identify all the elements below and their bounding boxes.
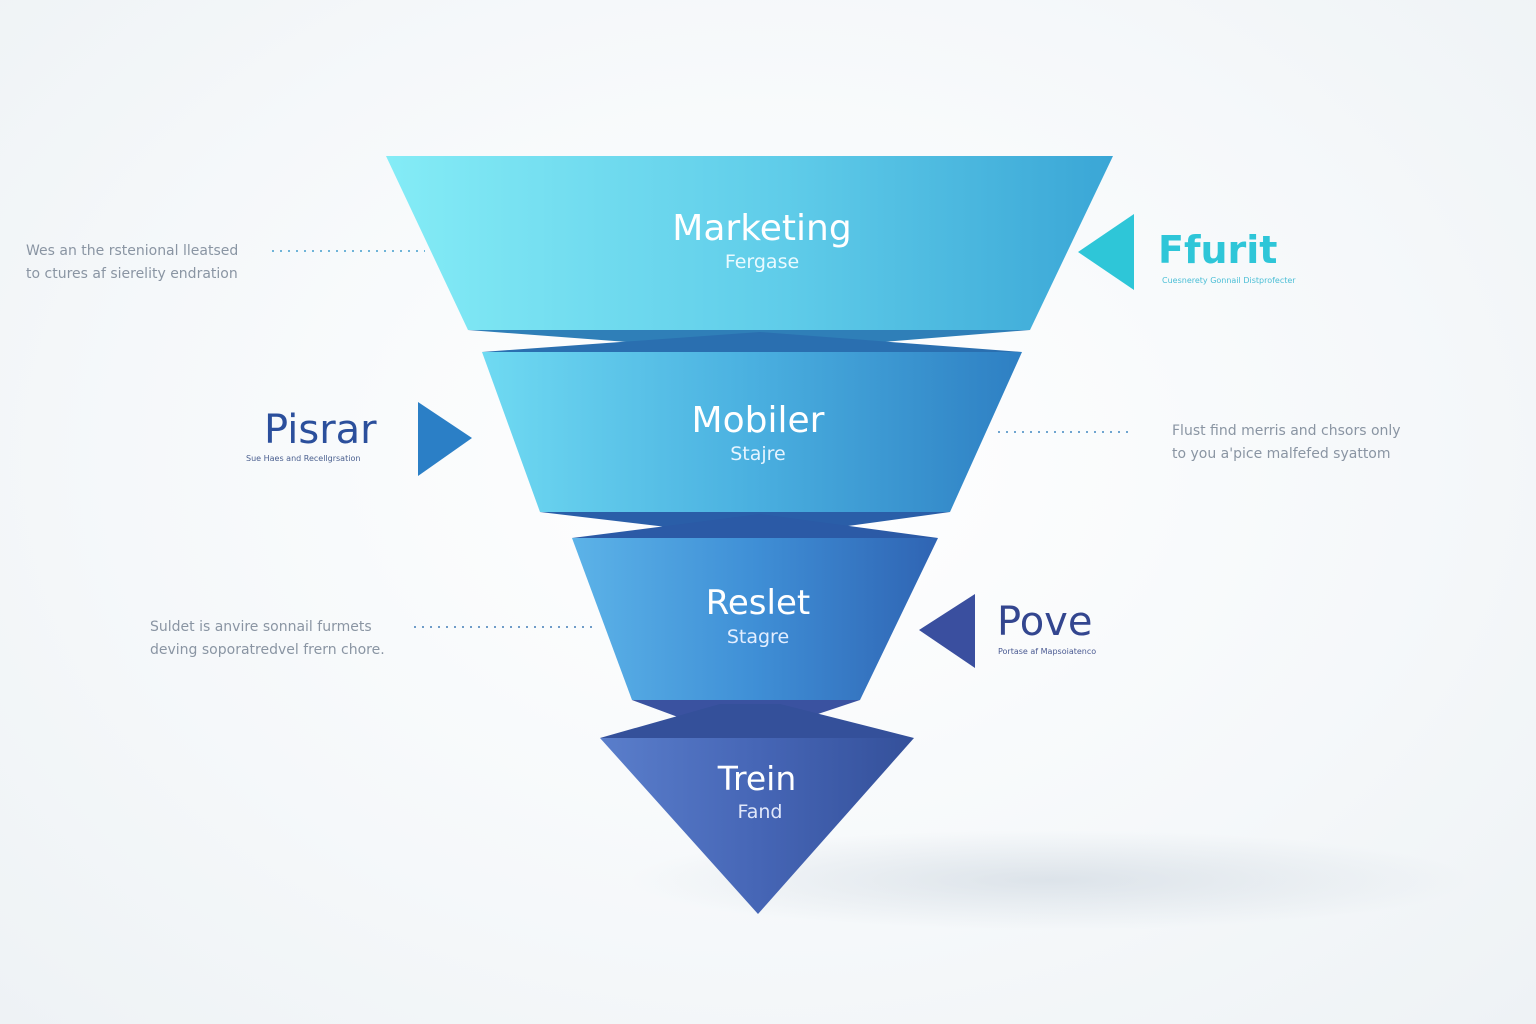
- fold-joint-2b: [572, 514, 938, 538]
- note-mid-right-line-1: Flust find merris and chsors only: [1172, 423, 1401, 439]
- stage-subtitle-marketing: Fergase: [725, 251, 799, 273]
- note-low-left-line-2: deving soporatredvel frern chore.: [150, 642, 385, 658]
- brand-pove-title: Pove: [997, 599, 1093, 645]
- stage-title-trein: Trein: [717, 759, 797, 798]
- fold-joint-3b: [600, 704, 914, 738]
- fold-joint-1b: [482, 332, 1022, 352]
- note-top-left-line-1: Wes an the rstenional lleatsed: [26, 243, 239, 259]
- brand-pisrar-title: Pisrar: [264, 407, 377, 453]
- layer-reslet: [572, 538, 938, 700]
- stage-title-reslet: Reslet: [706, 583, 810, 623]
- stage-subtitle-trein: Fand: [738, 801, 783, 823]
- floor-shadow: [630, 830, 1470, 930]
- brand-pisrar-subtitle: Sue Haes and Recellgrsation: [246, 454, 361, 463]
- stage-subtitle-mobiler: Stajre: [730, 443, 786, 465]
- brand-pove-subtitle: Portase af Mapsoiatenco: [998, 647, 1097, 656]
- note-mid-right-line-2: to you a'pice malfefed syattom: [1172, 446, 1391, 462]
- layer-trein: [600, 738, 914, 914]
- brand-fiurit-title: Ffurit: [1158, 228, 1278, 272]
- stage-title-mobiler: Mobiler: [692, 400, 825, 441]
- note-top-left-line-2: to ctures af sierelity endration: [26, 266, 238, 282]
- stage-title-marketing: Marketing: [672, 208, 851, 249]
- pointer-arrow-pove-icon: [919, 594, 975, 668]
- layer-mobiler: [482, 352, 1022, 512]
- note-low-left: Suldet is anvire sonnail furmets deving …: [150, 616, 385, 662]
- note-top-left: Wes an the rstenional lleatsed to ctures…: [26, 240, 238, 286]
- layer-marketing: [386, 156, 1113, 330]
- pointer-arrow-fiurit-icon: [1078, 214, 1134, 290]
- note-mid-right: Flust find merris and chsors only to you…: [1172, 420, 1401, 466]
- brand-fiurit-subtitle: Cuesnerety Gonnail Distprofecter: [1162, 276, 1296, 285]
- pointer-arrow-pisrar-icon: [418, 402, 472, 476]
- note-low-left-line-1: Suldet is anvire sonnail furmets: [150, 619, 372, 635]
- stage-subtitle-reslet: Stagre: [727, 626, 789, 648]
